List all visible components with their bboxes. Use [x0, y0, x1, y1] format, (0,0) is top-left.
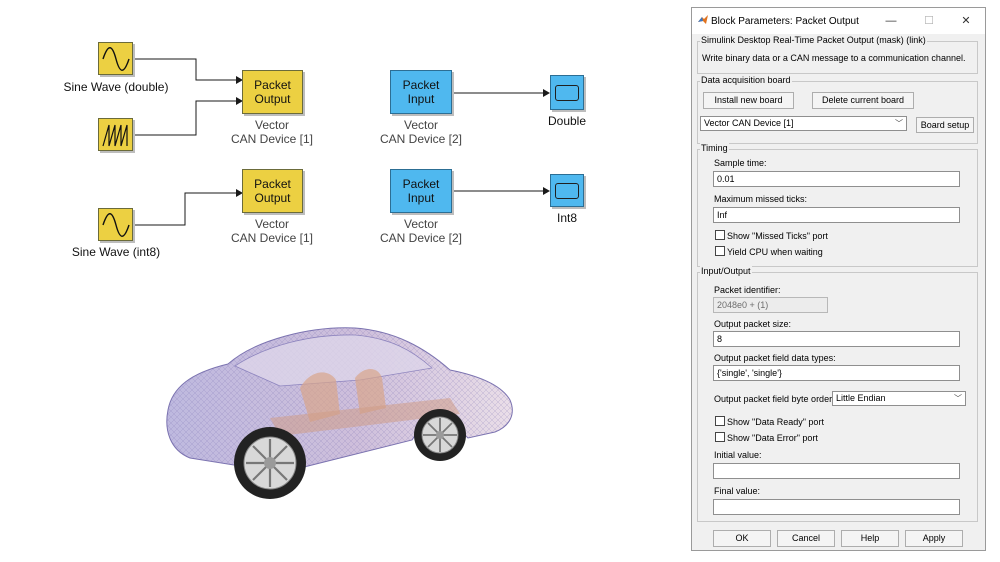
final-value-label: Final value: — [714, 486, 761, 496]
block-text: Output — [254, 191, 291, 205]
show-missed-ticks-checkbox[interactable] — [715, 230, 725, 240]
sample-time-label: Sample time: — [714, 158, 767, 168]
maximize-button[interactable]: ☐ — [924, 15, 934, 27]
signal-lines — [133, 58, 550, 226]
timing-group — [697, 149, 978, 267]
output-packet-size-input[interactable]: 8 — [713, 331, 960, 347]
byte-order-label: Output packet field byte order: — [714, 394, 835, 404]
mask-description-text: Write binary data or a CAN message to a … — [702, 53, 966, 63]
sine-wave-icon — [101, 46, 130, 71]
signal-line-sine-int8 — [133, 192, 237, 226]
show-data-ready-checkbox[interactable] — [715, 416, 725, 426]
scope-int8-label: Int8 — [556, 211, 577, 225]
help-button[interactable]: Help — [841, 530, 899, 547]
delete-current-board-button[interactable]: Delete current board — [812, 92, 914, 109]
arrowhead — [236, 97, 243, 105]
scope-icon — [555, 182, 579, 199]
mask-description-title: Simulink Desktop Real-Time Packet Output… — [700, 35, 927, 45]
chevron-down-icon: ﹀ — [895, 119, 903, 128]
block-text: Input — [407, 92, 435, 106]
rear-wheel — [414, 409, 466, 461]
sine-wave-double-label: Sine Wave (double) — [63, 80, 169, 94]
initial-value-label: Initial value: — [714, 450, 762, 460]
packet-identifier-input: 2048e0 + (1) — [713, 297, 828, 313]
scope-icon — [555, 84, 579, 101]
data-acquisition-board-title: Data acquisition board — [700, 75, 792, 85]
arrowhead — [543, 89, 550, 97]
signal-line-sine-double — [133, 58, 237, 81]
max-missed-ticks-input[interactable]: Inf — [713, 207, 960, 223]
car-wireframe-illustration — [166, 327, 513, 499]
arrowhead — [236, 76, 243, 84]
block-text: Input — [407, 191, 435, 205]
yield-cpu-label: Yield CPU when waiting — [727, 247, 823, 257]
cancel-button[interactable]: Cancel — [777, 530, 835, 547]
input-output-title: Input/Output — [700, 266, 752, 276]
board-select-value: Vector CAN Device [1] — [704, 118, 794, 128]
block-text: Packet — [402, 177, 440, 191]
front-wheel — [234, 427, 306, 499]
field-data-types-label: Output packet field data types: — [714, 353, 836, 363]
output-packet-size-label: Output packet size: — [714, 319, 792, 329]
arrowhead — [236, 189, 243, 197]
show-missed-ticks-label: Show "Missed Ticks" port — [727, 231, 828, 241]
chevron-down-icon: ﹀ — [954, 394, 962, 403]
timing-title: Timing — [700, 143, 729, 153]
block-text: Output — [254, 92, 291, 106]
arrowhead — [543, 187, 550, 195]
final-value-input[interactable] — [713, 499, 960, 515]
input-output-group — [697, 272, 978, 522]
scope-block-int8[interactable] — [550, 174, 584, 207]
sawtooth-block[interactable] — [98, 118, 133, 151]
scope-block-double[interactable] — [550, 75, 584, 110]
apply-button[interactable]: Apply — [905, 530, 963, 547]
dialog-title-bar[interactable]: Block Parameters: Packet Output — ☐ ✕ — [692, 8, 985, 34]
show-data-error-label: Show "Data Error" port — [727, 433, 818, 443]
close-button[interactable]: ✕ — [961, 15, 971, 27]
sine-wave-int8-label: Sine Wave (int8) — [71, 245, 161, 259]
initial-value-input[interactable] — [713, 463, 960, 479]
field-data-types-input[interactable]: {'single', 'single'} — [713, 365, 960, 381]
dialog-title: Block Parameters: Packet Output — [711, 16, 859, 27]
yield-cpu-checkbox[interactable] — [715, 246, 725, 256]
ok-button[interactable]: OK — [713, 530, 771, 547]
signal-line-sawtooth — [133, 100, 237, 136]
show-data-ready-label: Show "Data Ready" port — [727, 417, 824, 427]
sawtooth-icon — [101, 124, 128, 146]
packet-identifier-label: Packet identifier: — [714, 285, 781, 295]
byte-order-select[interactable]: Little Endian ﹀ — [832, 391, 966, 406]
board-setup-button[interactable]: Board setup — [916, 117, 974, 133]
matlab-app-icon — [698, 15, 708, 24]
data-acquisition-board-group — [697, 81, 978, 144]
sine-wave-int8-block[interactable] — [98, 208, 133, 241]
scope-double-label: Double — [547, 114, 587, 128]
minimize-button[interactable]: — — [885, 15, 897, 27]
block-text: Packet — [254, 78, 291, 92]
sine-wave-icon — [101, 212, 130, 237]
board-select[interactable]: Vector CAN Device [1] ﹀ — [700, 116, 907, 131]
block-parameters-dialog: Block Parameters: Packet Output — ☐ ✕ Si… — [691, 7, 986, 551]
block-text: Packet — [402, 78, 440, 92]
sine-wave-double-block[interactable] — [98, 42, 133, 75]
block-text: Packet — [254, 177, 291, 191]
show-data-error-checkbox[interactable] — [715, 432, 725, 442]
sample-time-input[interactable]: 0.01 — [713, 171, 960, 187]
install-new-board-button[interactable]: Install new board — [703, 92, 794, 109]
byte-order-value: Little Endian — [836, 393, 886, 403]
max-missed-ticks-label: Maximum missed ticks: — [714, 194, 808, 204]
